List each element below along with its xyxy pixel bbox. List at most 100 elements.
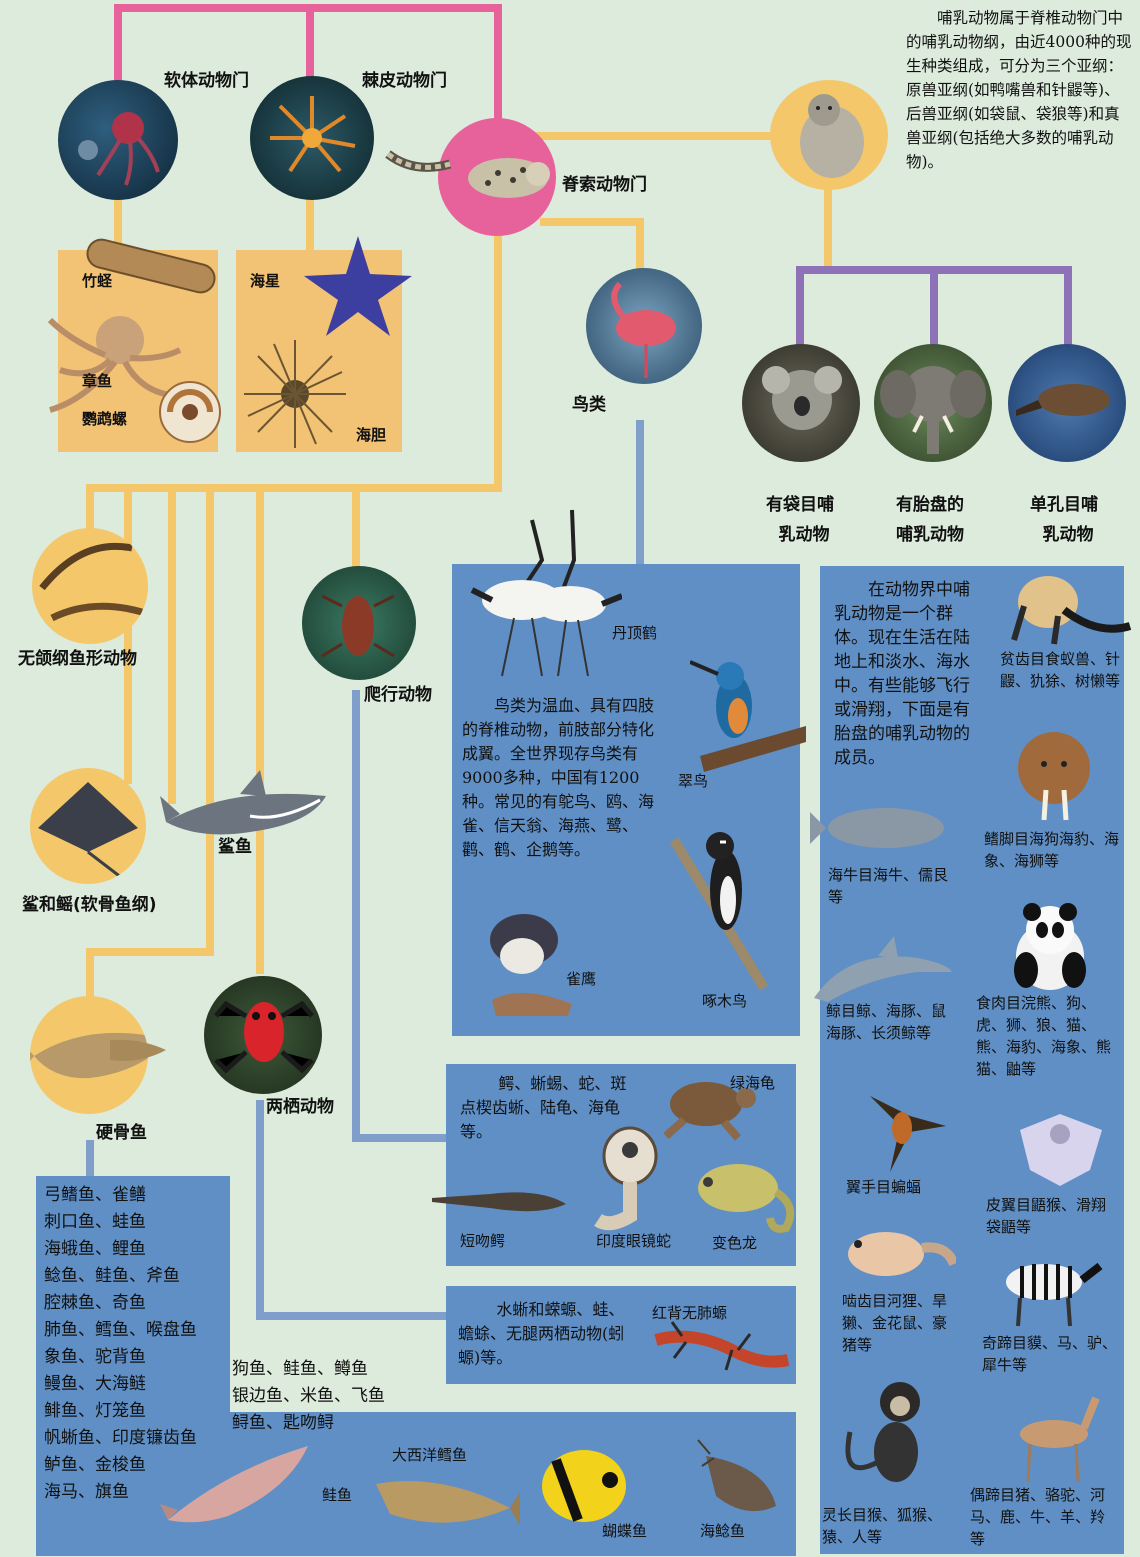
- cobra-icon: [594, 1126, 658, 1231]
- order-cetacea: 鲸目鲸、海豚、鼠海豚、长须鲸等: [826, 1002, 947, 1042]
- koala-icon: [762, 366, 842, 430]
- label-monotreme-line1: 单孔目哺: [1030, 495, 1098, 515]
- catfish-icon: [697, 1439, 776, 1512]
- amphibian-panel: [446, 1286, 796, 1384]
- label-birds: 鸟类: [572, 395, 606, 415]
- snow-leopard-icon: [468, 158, 550, 198]
- salamander-icon: [654, 1321, 790, 1371]
- label-monotreme-line2: 乳动物: [1042, 525, 1094, 545]
- yellow-line-v-moll: [114, 190, 122, 250]
- tuatara-icon: [321, 594, 395, 658]
- kingfisher-icon: [690, 660, 806, 772]
- razor-clam-icon: [86, 238, 216, 294]
- fish-item: 海蛾鱼、鲤鱼: [44, 1239, 146, 1259]
- label-chondrichthyes: 鲨和鳐(软骨鱼纲): [22, 895, 157, 915]
- fish-item: 腔棘鱼、奇鱼: [44, 1293, 146, 1313]
- yellow-line-v-bony: [206, 484, 214, 954]
- bat-icon: [870, 1096, 946, 1172]
- label-osteichthyes: 硬骨鱼: [96, 1123, 147, 1143]
- blue-line-amph: [256, 1100, 264, 1320]
- pink-line-v1: [114, 4, 122, 84]
- mammal-intro-text: 哺乳动物属于脊椎动物门中的哺乳动物纲，由近4000种的现生种类组成，可分为三个亚…: [906, 9, 1132, 171]
- fish-item: 海马、旗鱼: [44, 1482, 129, 1502]
- manatee-icon: [810, 808, 944, 848]
- fish-item: 鲈鱼、金梭鱼: [44, 1455, 146, 1475]
- order-artiodactyla: 偶蹄目猪、骆驼、河马、鹿、牛、羊、羚等: [970, 1486, 1106, 1548]
- order-rodentia: 啮齿目河狸、旱獭、金花鼠、豪猪等: [842, 1292, 948, 1354]
- blue-line-rept-h: [352, 1134, 448, 1142]
- caption-butterflyfish: 蝴蝶鱼: [602, 1522, 648, 1540]
- yellow-line-v-rept: [352, 484, 360, 574]
- monkey-icon: [845, 1382, 920, 1482]
- shark-icon: [160, 770, 326, 835]
- yellow-line-v-shark: [168, 484, 176, 804]
- yellow-line-v-amph: [256, 484, 264, 974]
- nautilus-icon: [159, 381, 221, 443]
- yellow-line-v-echi: [306, 190, 314, 250]
- placental-intro: 在动物界中哺乳动物是一个群体。现在生活在陆地上和淡水、海水中。有些能够飞行或滑翔…: [834, 580, 970, 768]
- label-placental-line1: 有胎盘的: [896, 495, 964, 515]
- label-chordata: 脊索动物门: [562, 175, 647, 195]
- deer-icon: [1020, 1396, 1100, 1483]
- chondrichthyes-circle: [30, 768, 146, 884]
- label-reptile: 爬行动物: [364, 685, 432, 705]
- pink-line-v3: [494, 4, 502, 144]
- order-primates: 灵长目猴、狐猴、猿、人等: [822, 1506, 943, 1546]
- caption-kingfisher: 翠鸟: [678, 772, 709, 790]
- label-mollusca: 软体动物门: [164, 71, 249, 91]
- label-placental: 有胎盘的哺乳动物: [896, 490, 964, 550]
- salmon-icon: [160, 1446, 308, 1523]
- fish-item: 鳗鱼、大海鲢: [44, 1374, 146, 1394]
- label-shark: 鲨鱼: [218, 837, 252, 857]
- fish-item: 鲱鱼、灯笼鱼: [44, 1401, 146, 1421]
- fish-list-2: 狗鱼、鲑鱼、鳟鱼 银边鱼、米鱼、飞鱼 鲟鱼、匙吻鲟: [232, 1356, 412, 1437]
- octopus-photo-icon: [78, 112, 160, 186]
- blue-line-rept: [352, 690, 360, 1142]
- caption-crane: 丹顶鹤: [612, 624, 658, 642]
- purple-line-v1: [796, 266, 804, 350]
- yellow-line-v-mammal: [824, 180, 832, 270]
- yellow-line-v-chondro: [124, 484, 132, 784]
- purple-line-v2: [930, 266, 938, 350]
- amphibian-text: 水蜥和蝾螈、蛙、蟾蜍、无腿两栖动物(蚓螈)等。: [458, 1300, 625, 1367]
- label-echinoderm: 棘皮动物门: [362, 71, 447, 91]
- chordata-circle: [438, 118, 556, 236]
- zebra-icon: [1006, 1262, 1103, 1327]
- placental-panel: [820, 566, 1124, 1554]
- elephant-icon: [880, 366, 986, 454]
- label-agnatha: 无颌纲鱼形动物: [18, 649, 137, 669]
- butterflyfish-icon: [542, 1450, 626, 1522]
- reptile-text: 鳄、蜥蜴、蛇、斑点楔齿蜥、陆龟、海龟等。: [460, 1074, 627, 1141]
- turtle-icon: [663, 1082, 756, 1141]
- amphibian-circle: [204, 976, 322, 1094]
- label-marsupial-line1: 有袋目哺: [766, 495, 834, 515]
- order-perissodactyla: 奇蹄目貘、马、驴、犀牛等: [982, 1334, 1118, 1374]
- lamprey-icon: [39, 542, 143, 622]
- order-carnivora: 食肉目浣熊、狗、虎、狮、狼、猫、熊、海豹、海象、熊猫、鼬等: [976, 994, 1112, 1078]
- fish-item: 银边鱼、米鱼、飞鱼: [232, 1386, 385, 1406]
- label-marsupial-line2: 乳动物: [778, 525, 830, 545]
- fish-item: 刺口鱼、蛙鱼: [44, 1212, 146, 1232]
- yellow-line-h-main: [86, 484, 502, 492]
- lynx-icon: [800, 94, 864, 178]
- blue-line-amph-h: [256, 1312, 448, 1320]
- caption-woodpecker: 啄木鸟: [702, 992, 748, 1010]
- poison-frog-icon: [214, 1000, 314, 1074]
- label-marsupial: 有袋目哺乳动物: [766, 490, 834, 550]
- platypus-icon: [1016, 384, 1110, 416]
- order-chiroptera: 翼手目蝙蝠: [846, 1178, 922, 1196]
- walrus-icon: [1018, 732, 1090, 821]
- yellow-line-v-birds: [636, 218, 644, 278]
- caption-catfish: 海鲶鱼: [700, 1522, 746, 1540]
- order-dermoptera: 皮翼目鼯猴、滑翔袋鼯等: [986, 1196, 1107, 1236]
- feather-star-icon: [270, 96, 356, 173]
- squirrel-icon: [848, 1232, 956, 1276]
- order-sirenia: 海牛目海牛、儒艮等: [828, 866, 949, 906]
- yellow-line-v-agnatha: [86, 484, 94, 544]
- label-zhangyu: 章鱼: [82, 372, 113, 390]
- dolphin-icon: [814, 936, 952, 1002]
- placental-circle: [874, 344, 992, 462]
- bird-text: 鸟类为温血、具有四肢的脊椎动物，前肢部分特化成翼。全世界现存鸟类有9000多种，…: [462, 696, 655, 859]
- marsupial-circle: [742, 344, 860, 462]
- flamingo-icon: [611, 281, 676, 378]
